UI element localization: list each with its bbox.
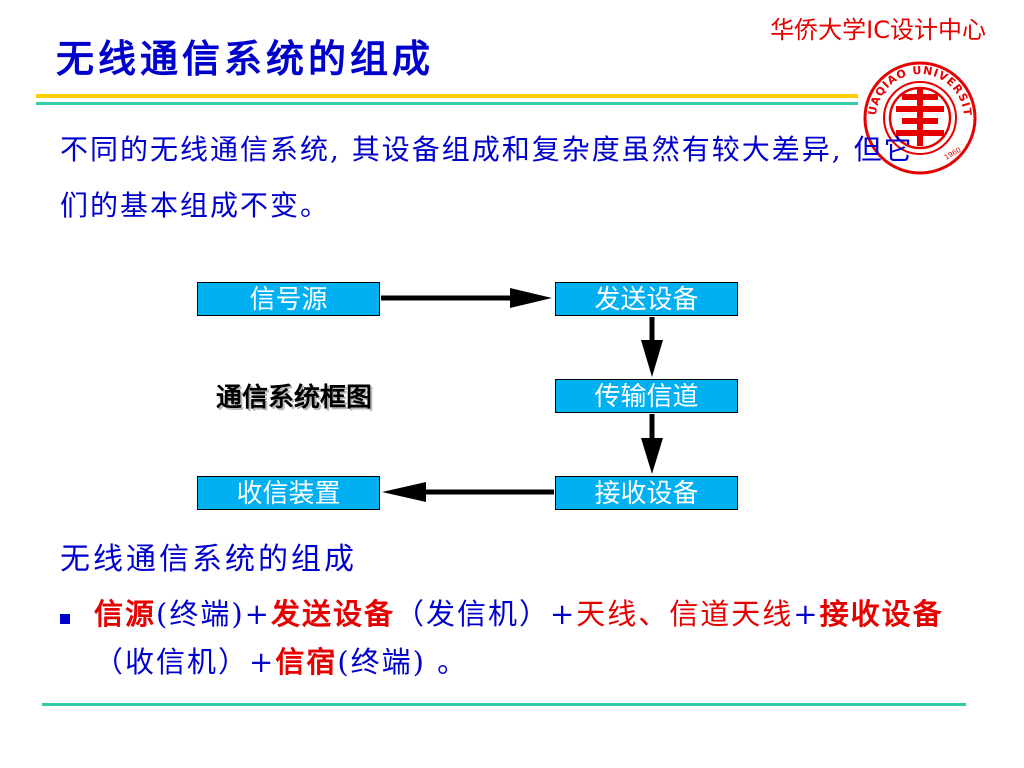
channel-box: 传输信道 [555,379,738,413]
institution-label: 华侨大学IC设计中心 [770,16,986,44]
bullet-segment: 信源 [94,597,157,631]
sink-box: 收信装置 [197,476,380,510]
signal-source-box: 信号源 [197,282,380,316]
arrow-receiver-to-sink [382,482,554,502]
bullet-segment: (终端) 。 [337,645,469,679]
arrow-channel-to-receiver [641,414,663,474]
bullet-text: 信源(终端)+发送设备（发信机）+天线、信道天线+接收设备 （收信机）+信宿(终端… [94,590,954,686]
bullet-segment: 信宿 [275,645,338,679]
bullet-segment: 发送设备 [270,597,395,631]
arrow-transmitter-to-channel [641,317,663,377]
intro-paragraph: 不同的无线通信系统, 其设备组成和复杂度虽然有较大差异, 但它们的基本组成不变。 [60,133,914,222]
title-underline-green [36,102,858,105]
bullet-segment: （发信机）+ [394,597,577,631]
title-underline-yellow [36,94,858,98]
bullet-segment: 天线、信道天线 [576,597,794,631]
bullet-segment: （收信机）+ [94,645,276,679]
university-logo: HUAQIAO UNIVERSITY 1960 [862,60,977,175]
footer-rule [42,703,966,706]
transmitter-box: 发送设备 [555,282,738,316]
bullet-marker-icon [60,614,70,624]
logo-emblem-icon [888,86,952,150]
section-heading: 无线通信系统的组成 [60,542,357,577]
page-title: 无线通信系统的组成 [56,36,435,81]
diagram-caption: 通信系统框图 [216,383,373,413]
bullet-segment: (终端)+ [156,597,271,631]
logo-year: 1960 [943,146,962,162]
receiver-box: 接收设备 [555,476,738,510]
bullet-segment: + [793,597,820,631]
bullet-segment: 接收设备 [819,597,944,631]
arrow-source-to-transmitter [381,288,552,308]
